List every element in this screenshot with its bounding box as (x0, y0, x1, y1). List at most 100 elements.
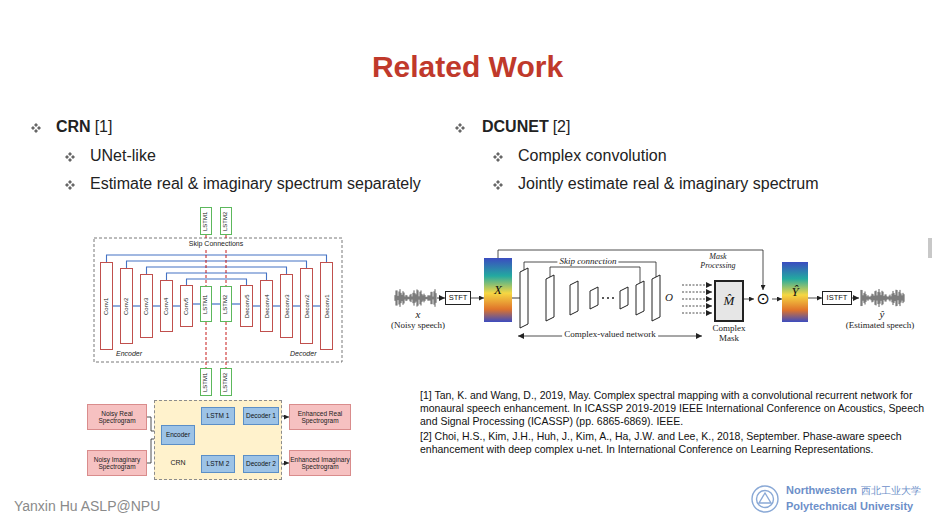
drawing-stroke (620, 287, 628, 309)
bullet-symbol (493, 152, 503, 162)
node-label: CRN (161, 459, 195, 467)
deconv-block: Deconv5 (240, 285, 253, 327)
section-label: Encoder (116, 350, 142, 358)
lstm-block: LSTM1 (200, 207, 212, 235)
drawing-stroke (427, 297, 428, 300)
drawing-stroke (421, 290, 422, 305)
drawing-stroke (417, 289, 418, 306)
drawing-stroke (867, 296, 868, 299)
deconv-block: Deconv1 (320, 262, 333, 350)
node-label: Deconv3 (283, 294, 290, 318)
connector (313, 305, 320, 306)
drawing-stroke (865, 291, 866, 304)
conv-block: Conv3 (140, 274, 153, 338)
connector (273, 305, 280, 306)
bullet-item: UNet-like (90, 147, 156, 165)
node-label: Conv2 (123, 297, 130, 314)
drawing-stroke (409, 297, 410, 300)
drawing-stroke (415, 293, 416, 303)
node-label: ⊙ (756, 290, 769, 308)
node-label: M̂ (724, 294, 735, 308)
node-label: LSTM1 (203, 372, 210, 391)
section-label: Complex-valued network (562, 330, 658, 340)
drawing-stroke (904, 294, 905, 302)
drawing-stroke (411, 294, 412, 302)
node-label: Enhanced Real Spectrogram (290, 410, 350, 424)
drawing-stroke (520, 268, 528, 328)
drawing-stroke (430, 295, 431, 300)
connector (744, 299, 754, 300)
process-box: LSTM 1 (201, 407, 235, 425)
network-layer (520, 268, 660, 328)
drawing-stroke (401, 293, 402, 303)
drawing-stroke (423, 295, 424, 300)
drawing-stroke (876, 291, 877, 306)
drawing-stroke (396, 290, 397, 305)
drawing-stroke (403, 291, 404, 305)
connector (253, 305, 260, 306)
drawing-stroke (872, 294, 873, 303)
deconv-block: Deconv3 (280, 274, 293, 338)
drawing-stroke (885, 294, 886, 301)
connector (471, 298, 484, 299)
drawing-stroke (903, 293, 904, 303)
drawing-stroke (864, 293, 865, 303)
drawing-stroke (896, 290, 897, 307)
node-label: Deconv4 (263, 294, 270, 318)
drawing-stroke (899, 292, 900, 304)
node-label: LSTM 1 (207, 412, 230, 419)
drawing-stroke (418, 290, 419, 305)
group-box: CRNEncoderLSTM 1Decoder 1LSTM 2Decoder 2 (154, 400, 282, 480)
bullet-symbol (65, 152, 75, 162)
reference-number: [2] (553, 118, 571, 136)
node-label: ISTFT (827, 294, 848, 302)
drawing-stroke (433, 297, 434, 300)
section-label: Mask Processing (692, 253, 744, 271)
drawing-stroke (402, 295, 403, 301)
section-label: Complex Mask (704, 324, 754, 344)
drawing-stroke (863, 295, 864, 300)
lstm-block: LSTM1 (200, 368, 212, 396)
drawing-stroke (419, 296, 420, 299)
drawing-stroke (890, 295, 891, 302)
drawing-stroke (881, 295, 882, 301)
conv-block: Conv4 (160, 280, 173, 332)
node-label: Conv5 (183, 297, 190, 314)
drawing-stroke (889, 296, 890, 301)
logo-text: Northwestern (786, 484, 857, 497)
drawing-stroke (886, 294, 887, 301)
drawing-stroke (900, 290, 901, 306)
drawing-stroke (895, 295, 896, 301)
connector (193, 303, 200, 304)
lstm-block: LSTM2 (220, 286, 232, 322)
node-label: X (494, 283, 502, 297)
output-box: Enhanced Real Spectrogram (289, 404, 351, 430)
drawing-stroke (636, 281, 644, 315)
signal-caption: (Noisy speech) (391, 321, 445, 331)
drawing-stroke (891, 296, 892, 299)
drawing-stroke (873, 294, 874, 302)
connector (113, 305, 120, 306)
node-label: Conv1 (103, 297, 110, 314)
conv-block: Conv5 (180, 285, 193, 327)
drawing-stroke (894, 293, 895, 303)
section-label: Decoder (290, 350, 316, 358)
drawing-stroke (414, 290, 415, 305)
drawing-stroke (652, 275, 660, 321)
multiply-symbol: ⊙ (754, 290, 772, 308)
drawing-stroke (399, 291, 400, 304)
drawing-stroke (398, 296, 399, 300)
spectrogram: X (484, 258, 512, 322)
drawing-stroke (866, 294, 867, 302)
input-box: Noisy Imaginary Spectrogram (87, 450, 147, 476)
bullet-item: Jointly estimate real & imaginary spectr… (518, 175, 819, 193)
drawing-stroke (397, 290, 398, 305)
connector (153, 305, 160, 306)
drawing-stroke (431, 292, 432, 304)
lstm-block: LSTM2 (220, 368, 232, 396)
ellipsis-dots (602, 297, 614, 299)
node-label: LSTM2 (223, 211, 230, 230)
bullet-heading: DCUNET (482, 118, 549, 136)
drawing-stroke (897, 290, 898, 306)
connector (293, 305, 300, 306)
